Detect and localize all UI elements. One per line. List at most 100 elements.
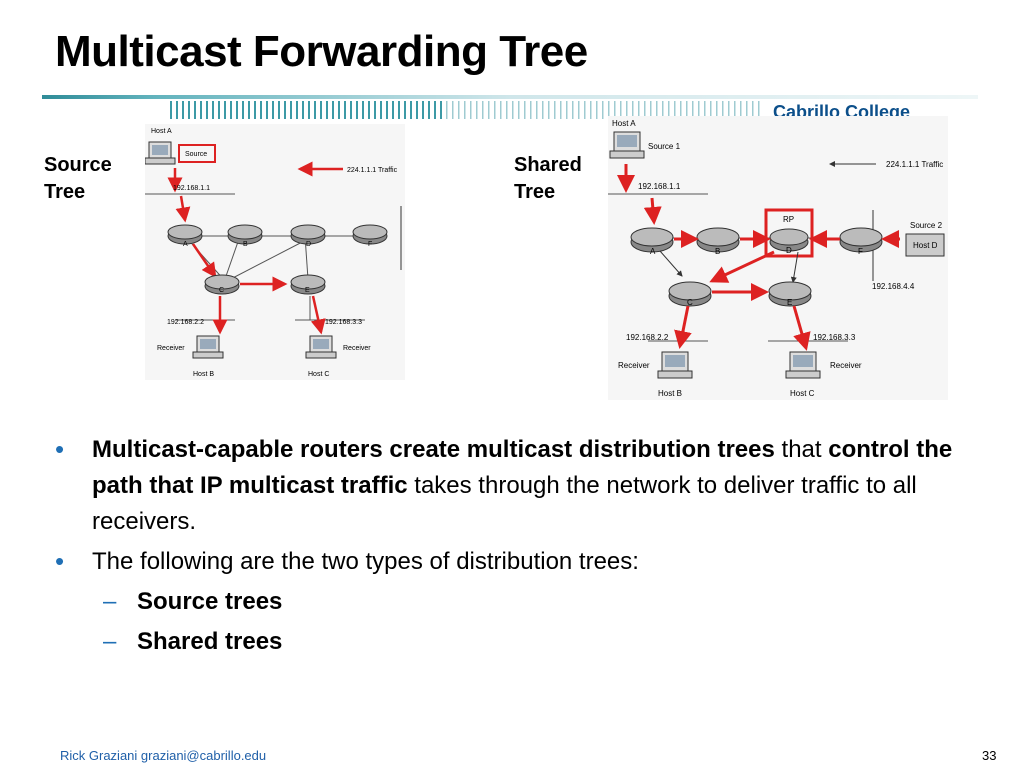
- header-stripe: [644, 101, 646, 119]
- header-stripe: [176, 101, 178, 119]
- header-stripe: [506, 101, 508, 119]
- header-stripe: [482, 101, 484, 119]
- shared-host-c-label: Host C: [790, 389, 815, 398]
- slide-title: Multicast Forwarding Tree: [55, 27, 588, 76]
- sub-bullet-shared-trees: Shared trees: [137, 628, 283, 655]
- source-tree-label-line2: Tree: [44, 181, 86, 203]
- header-stripe: [434, 101, 436, 119]
- shared-tree-diagram: Host A Source 1 192.168.1.1 224.1.1.1 Tr…: [608, 116, 948, 400]
- shared-router-e: E: [787, 298, 792, 307]
- header-stripe: [572, 101, 574, 119]
- header-stripe: [494, 101, 496, 119]
- bullet1-text-part1: that: [774, 436, 829, 463]
- shared-router-f: F: [858, 247, 863, 256]
- header-stripe: [752, 101, 754, 119]
- page-number: 33: [982, 748, 997, 763]
- shared-ip-d: 192.168.4.4: [872, 282, 915, 291]
- header-stripe: [668, 101, 670, 119]
- header-stripe: [422, 101, 424, 119]
- header-stripe: [284, 101, 286, 119]
- header-stripe: [500, 101, 502, 119]
- header-stripe: [740, 101, 742, 119]
- header-stripe: [530, 101, 532, 119]
- router-icon: [227, 224, 263, 245]
- shared-router-b: B: [715, 247, 720, 256]
- header-stripe: [476, 101, 478, 119]
- shared-tree-label-line1: Shared: [514, 154, 582, 176]
- router-icon: [630, 227, 674, 253]
- sub-bullet-item: – Source trees: [55, 584, 1005, 620]
- header-stripe: [722, 101, 724, 119]
- header-stripe: [404, 101, 406, 119]
- header-stripe: [368, 101, 370, 119]
- header-stripe: [440, 101, 442, 119]
- header-stripe: [332, 101, 334, 119]
- router-icon: [768, 281, 812, 307]
- router-icon: [290, 274, 326, 295]
- source-traffic-label: 224.1.1.1 Traffic: [347, 167, 398, 174]
- header-stripe: [290, 101, 292, 119]
- host-icon: [192, 335, 224, 359]
- header-stripe: [746, 101, 748, 119]
- sub-bullet-source-trees: Source trees: [137, 588, 283, 615]
- source-ip-c: 192.168.3.3: [325, 319, 362, 326]
- header-stripe: [524, 101, 526, 119]
- source-router-a: A: [183, 241, 188, 248]
- sub-bullet-item: – Shared trees: [55, 624, 1005, 660]
- header-stripe: [224, 101, 226, 119]
- header-stripe: [170, 101, 172, 119]
- header-stripe: [650, 101, 652, 119]
- header-stripe: [656, 101, 658, 119]
- header-stripe: [236, 101, 238, 119]
- header-stripe: [692, 101, 694, 119]
- shared-traffic-label: 224.1.1.1 Traffic: [886, 160, 943, 169]
- header-stripe: [356, 101, 358, 119]
- shared-tree-label-line2: Tree: [514, 181, 556, 203]
- source-receiver-b: Receiver: [157, 345, 185, 352]
- header-stripe: [716, 101, 718, 119]
- shared-tree-label: Shared Tree: [514, 152, 582, 206]
- header-stripe: [590, 101, 592, 119]
- shared-receiver-b: Receiver: [618, 361, 650, 370]
- header-stripe: [260, 101, 262, 119]
- source-ip-a: 192.168.1.1: [173, 185, 210, 192]
- dash-icon: –: [103, 628, 117, 655]
- header-stripe: [314, 101, 316, 119]
- header-stripe: [194, 101, 196, 119]
- bullet-icon: •: [55, 546, 65, 576]
- header-stripe: [398, 101, 400, 119]
- router-icon: [167, 224, 203, 245]
- header-stripe: [620, 101, 622, 119]
- header-stripe: [182, 101, 184, 119]
- header-stripe: [626, 101, 628, 119]
- header-stripe: [602, 101, 604, 119]
- header-stripe: [632, 101, 634, 119]
- source-receiver-c: Receiver: [343, 345, 371, 352]
- header-stripe: [362, 101, 364, 119]
- header-stripe: [584, 101, 586, 119]
- bullet1-text-part2: takes through the network to deliver tra…: [92, 472, 917, 535]
- dash-icon: –: [103, 588, 117, 615]
- host-icon: [609, 131, 645, 159]
- header-stripe: [230, 101, 232, 119]
- source-router-f: F: [368, 241, 372, 248]
- header-stripe: [662, 101, 664, 119]
- header-stripe: [374, 101, 376, 119]
- bullet-list: • Multicast-capable routers create multi…: [55, 432, 1005, 660]
- shared-host-d-label: Host D: [913, 241, 938, 250]
- header-stripe: [542, 101, 544, 119]
- header-stripe: [710, 101, 712, 119]
- source-tree-label: Source Tree: [44, 152, 112, 206]
- header-stripe: [464, 101, 466, 119]
- header-stripe: [410, 101, 412, 119]
- source-router-c: C: [219, 287, 224, 294]
- router-icon: [204, 274, 240, 295]
- header-stripe: [470, 101, 472, 119]
- header-stripe: [296, 101, 298, 119]
- source-host-b-label: Host B: [193, 371, 214, 378]
- router-icon: [290, 224, 326, 245]
- header-stripe: [554, 101, 556, 119]
- header-stripe: [548, 101, 550, 119]
- shared-router-a: A: [650, 247, 656, 256]
- header-stripe: [218, 101, 220, 119]
